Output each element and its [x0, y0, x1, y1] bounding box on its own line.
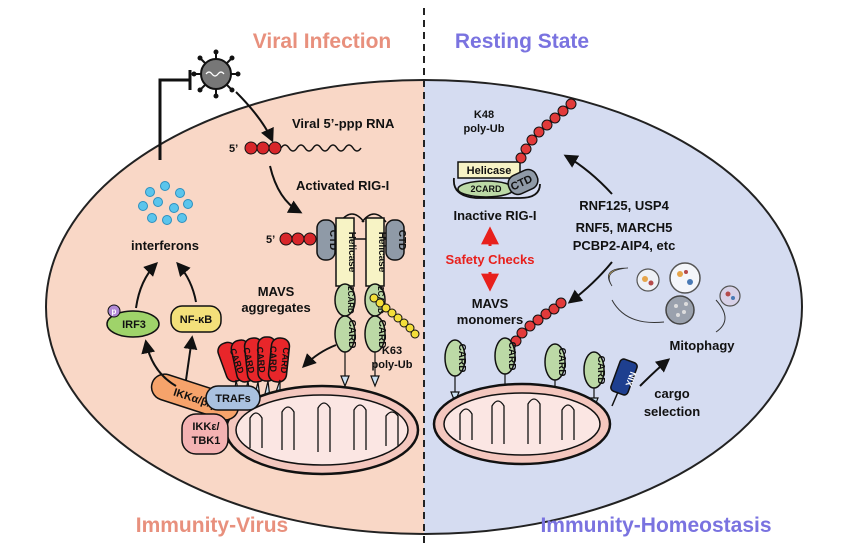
arrow-rna-to-rigi [269, 165, 303, 214]
helicase-label-2: Helicase [376, 232, 387, 273]
nfkb-label: NF-κB [180, 314, 212, 326]
ppp-beads-2 [279, 232, 317, 246]
nfkb: NF-κB [170, 305, 222, 333]
interferons-label: interferons [131, 238, 199, 253]
inactive-rigi: Helicase 2CARD CTD [453, 161, 541, 199]
mono-card-3: CARD [556, 348, 567, 377]
inactive-2card-label: 2CARD [470, 184, 502, 194]
tbk1-label-1: IKKε/ [192, 421, 219, 433]
card2-label-1: 2CARD [346, 286, 355, 314]
trafs: TRAFs [205, 385, 261, 411]
rna-5prime-label: 5’ [229, 143, 238, 155]
viral-rna-strand [280, 144, 362, 152]
arrow-tbk1-to-irf3 [141, 339, 177, 387]
footer-immunity-homeostasis: Immunity-Homeostasis [540, 514, 771, 537]
arrow-nfkb-to-ifn [176, 261, 197, 303]
k48-chain-mavs [504, 297, 567, 356]
safety-checks-label: Safety Checks [446, 252, 535, 267]
mavs-aggregates-label-2: aggregates [241, 300, 310, 315]
tbk1-label-2: TBK1 [192, 435, 221, 447]
arrow-to-rigi-ub [563, 154, 613, 195]
inactive-helicase-label: Helicase [467, 165, 512, 177]
viral-rna-label: Viral 5’-ppp RNA [292, 116, 395, 131]
arrow-ikk-to-nfkb [183, 335, 198, 381]
heading-resting-state: Resting State [455, 30, 589, 53]
activated-rigi-label: Activated RIG-I [296, 178, 389, 193]
irf3: IRF3 p [106, 304, 160, 338]
mono-card-2: CARD [506, 342, 517, 371]
mavs-card-label-e: CARD [279, 347, 292, 374]
k63-label: K63 [382, 345, 402, 357]
mitochondrion-left [224, 384, 420, 476]
mavs-card-label-c: CARD [255, 346, 268, 373]
mavs-monomers-label-1: MAVS [472, 296, 509, 311]
mono-card-4: CARD [595, 356, 606, 385]
pcbp2-label: PCBP2-AIP4, etc [573, 238, 676, 253]
mavs-monomers-label-2: monomers [457, 312, 523, 327]
mono-card-1: CARD [456, 344, 467, 373]
mavs-aggregates-label-1: MAVS [258, 284, 295, 299]
mitochondrion-right [432, 382, 612, 466]
virus-icon [191, 49, 241, 99]
arrow-to-mavs-ub [567, 261, 613, 304]
ctd-label-2: CTD [396, 230, 407, 251]
ctd-label-1: CTD [327, 230, 338, 251]
k63-poly-ub-label: poly-Ub [372, 359, 413, 371]
arrow-to-mavs-aggregates [302, 344, 337, 368]
rna-5prime-label-2: 5’ [266, 234, 275, 246]
interferon-dots [138, 181, 193, 225]
nix-label: NIX [624, 370, 639, 388]
inhibition-line [158, 78, 190, 160]
card-label-1: CARD [346, 320, 357, 349]
card-label-2: CARD [376, 320, 387, 349]
k63-poly-ub-chain [369, 293, 420, 339]
trafs-label: TRAFs [215, 393, 250, 405]
nix-receptor: NIX [610, 358, 639, 407]
inactive-rigi-label: Inactive RIG-I [453, 208, 536, 223]
helicase-label-1: Helicase [346, 232, 357, 273]
heading-viral-infection: Viral Infection [253, 30, 391, 53]
tbk1: IKKε/ TBK1 [181, 413, 229, 455]
mitophagy-label: Mitophagy [670, 338, 736, 353]
cargo-selection-label: selection [644, 404, 700, 419]
activated-rigi-1: CTD Helicase 2CARD CARD [316, 213, 365, 388]
irf3-label: IRF3 [122, 319, 146, 331]
arrow-to-mitophagy [639, 358, 671, 387]
k48-label: K48 [474, 109, 494, 121]
mavs-card-label-d: CARD [268, 346, 278, 372]
footer-immunity-virus: Immunity-Virus [136, 514, 288, 537]
rnf5-label: RNF5, MARCH5 [576, 220, 673, 235]
mitophagy-cycle [608, 262, 741, 333]
k48-poly-ub-label: poly-Ub [464, 123, 505, 135]
arrow-irf3-to-ifn [135, 262, 158, 309]
cargo-label: cargo [654, 386, 689, 401]
irf3-p-label: p [112, 307, 117, 316]
rnf125-label: RNF125, USP4 [579, 198, 669, 213]
k48-chain-rigi [515, 98, 577, 164]
ppp-beads [244, 141, 282, 155]
arrow-virus-to-rna [235, 91, 274, 143]
